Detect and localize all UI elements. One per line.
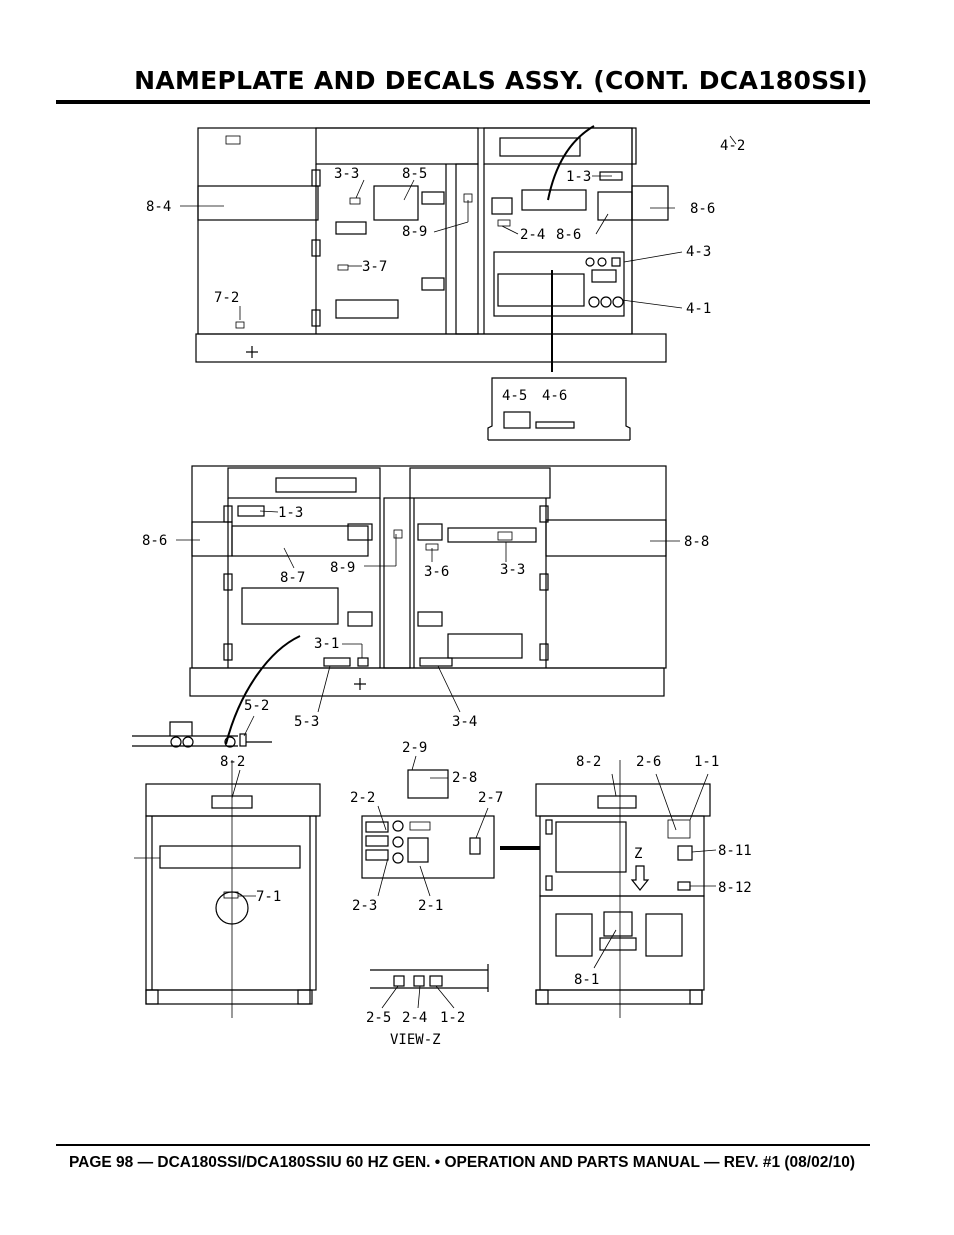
- callout-2-7: 2-7: [478, 790, 503, 806]
- callout-2-1: 2-1: [418, 898, 443, 914]
- callout-3-3: 3-3: [334, 166, 359, 182]
- callout-8-9: 8-9: [402, 224, 427, 240]
- callout-1-3-mid: 1-3: [278, 505, 303, 521]
- callout-8-6: 8-6: [690, 201, 715, 217]
- callout-3-6: 3-6: [424, 564, 449, 580]
- view-z-title: VIEW-Z: [390, 1032, 441, 1048]
- end-view-right: [535, 760, 711, 1018]
- callout-1-3: 1-3: [566, 169, 591, 185]
- callout-5-3: 5-3: [294, 714, 319, 730]
- callout-z: Z: [634, 846, 642, 862]
- top-view: [195, 125, 669, 372]
- callout-2-6: 2-6: [636, 754, 661, 770]
- callout-8-2-left: 8-2: [220, 754, 245, 770]
- view-z: [370, 964, 489, 992]
- clamp-view: [132, 721, 272, 748]
- callout-8-6-mid: 8-6: [142, 533, 167, 549]
- callout-4-5: 4-5: [502, 388, 527, 404]
- callout-1-1: 1-1: [694, 754, 719, 770]
- end-view-left: [145, 760, 321, 1018]
- page-footer: PAGE 98 — DCA180SSI/DCA180SSIU 60 HZ GEN…: [68, 1154, 856, 1171]
- callout-8-9-mid: 8-9: [330, 560, 355, 576]
- callout-7-2: 7-2: [214, 290, 239, 306]
- callout-2-9: 2-9: [402, 740, 427, 756]
- callout-8-2-right: 8-2: [576, 754, 601, 770]
- callout-1-2: 1-2: [440, 1010, 465, 1026]
- callout-4-2: 4-2: [720, 138, 745, 154]
- callout-8-12: 8-12: [718, 880, 752, 896]
- callout-5-2: 5-2: [244, 698, 269, 714]
- callout-8-1: 8-1: [574, 972, 599, 988]
- leader-lines: [134, 135, 737, 1009]
- callout-8-6-b: 8-6: [556, 227, 581, 243]
- callout-2-3: 2-3: [352, 898, 377, 914]
- callout-2-5: 2-5: [366, 1010, 391, 1026]
- callout-7-1: 7-1: [256, 889, 281, 905]
- callout-8-11: 8-11: [718, 843, 752, 859]
- callout-3-1: 3-1: [314, 636, 339, 652]
- callout-2-2: 2-2: [350, 790, 375, 806]
- callout-labels: 4-2 3-3 8-5 1-3 8-4 8-6 8-9 2-4 8-6 4-3 …: [142, 138, 752, 1048]
- callout-3-7: 3-7: [362, 259, 387, 275]
- panel-detail: [361, 769, 540, 879]
- callout-2-4-vz: 2-4: [402, 1010, 427, 1026]
- callout-8-8: 8-8: [684, 534, 709, 550]
- callout-2-8: 2-8: [452, 770, 477, 786]
- page-title: NAMEPLATE AND DECALS ASSY. (CONT. DCA180…: [134, 66, 868, 95]
- callout-4-3: 4-3: [686, 244, 711, 260]
- callout-4-1: 4-1: [686, 301, 711, 317]
- callout-3-4: 3-4: [452, 714, 477, 730]
- callout-2-4: 2-4: [520, 227, 545, 243]
- title-rule: [56, 100, 870, 104]
- callout-3-3-mid: 3-3: [500, 562, 525, 578]
- panel-door-view: [487, 377, 631, 441]
- callout-4-6: 4-6: [542, 388, 567, 404]
- footer-rule: [56, 1144, 870, 1146]
- callout-8-4: 8-4: [146, 199, 171, 215]
- middle-view: [189, 465, 667, 745]
- callout-8-7: 8-7: [280, 570, 305, 586]
- callout-8-5: 8-5: [402, 166, 427, 182]
